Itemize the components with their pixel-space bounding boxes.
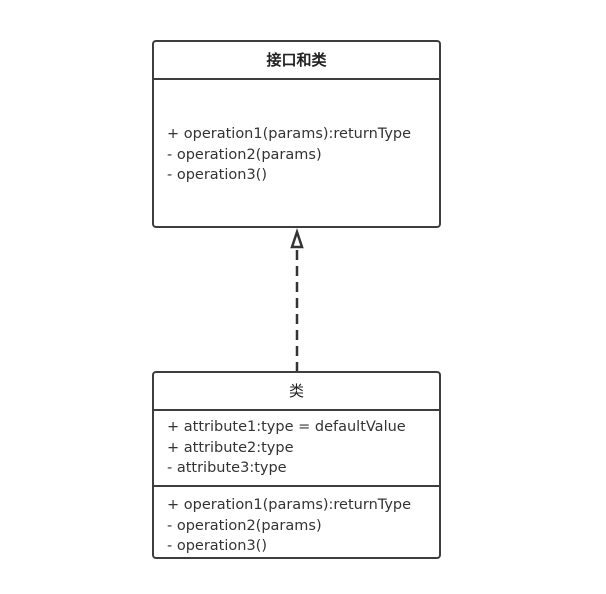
- hollow-triangle-arrowhead: [290, 228, 304, 249]
- class-operation-1: + operation1(params):returnType: [167, 497, 412, 513]
- class-attribute-2: + attribute2:type: [167, 439, 294, 456]
- class-attribute-3: - attribute3:type: [167, 460, 287, 476]
- interface-operation-2: - operation2(params): [167, 146, 322, 163]
- class-operation-3: - operation3(): [167, 538, 267, 554]
- class-box[interactable]: 类 + attribute1:type = defaultValue + att…: [152, 371, 441, 559]
- interface-operation-3: - operation3(): [167, 167, 267, 183]
- class-attribute-1: + attribute1:type = defaultValue: [167, 419, 406, 435]
- class-operations-section: + operation1(params):returnType - operat…: [154, 485, 439, 557]
- class-title: 类: [154, 373, 439, 411]
- class-operation-2: - operation2(params): [167, 517, 322, 534]
- class-attributes-section: + attribute1:type = defaultValue + attri…: [154, 411, 439, 485]
- interface-operation-1: + operation1(params):returnType: [167, 126, 412, 142]
- interface-operations-section: + operation1(params):returnType - operat…: [154, 80, 439, 186]
- interface-class-title: 接口和类: [154, 42, 439, 80]
- interface-class-box[interactable]: 接口和类 + operation1(params):returnType - o…: [152, 40, 441, 228]
